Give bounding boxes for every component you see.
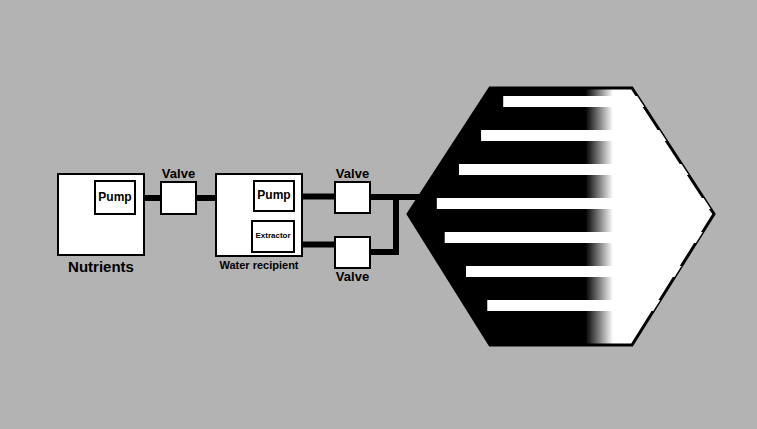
nutrient-tank: PumpNutrients bbox=[57, 173, 145, 256]
component-label: Pump bbox=[98, 191, 131, 204]
reactor-stripe bbox=[466, 266, 742, 277]
reactor-stripe bbox=[445, 232, 742, 243]
reactor-stripe bbox=[503, 96, 742, 107]
pump-box: Pump bbox=[94, 180, 136, 215]
return-pipe bbox=[371, 194, 396, 252]
valve-box: Valve bbox=[160, 181, 197, 215]
pump-box: Pump bbox=[253, 180, 295, 212]
pipe-connector bbox=[197, 195, 215, 201]
part-name: Nutrients bbox=[68, 259, 134, 276]
reactor-stripe bbox=[481, 130, 742, 141]
valve-box: Valve bbox=[334, 181, 371, 214]
component-label: Pump bbox=[257, 189, 290, 202]
part-name: Water recipient bbox=[219, 259, 298, 271]
reactor-stripes bbox=[437, 96, 742, 311]
part-name: Valve bbox=[336, 270, 369, 284]
part-name: Valve bbox=[336, 167, 369, 181]
reactor-stripe bbox=[437, 198, 742, 209]
part-name: Valve bbox=[162, 167, 195, 181]
pipe-connector bbox=[145, 195, 160, 201]
water-tank: PumpExtractorWater recipient bbox=[215, 173, 303, 257]
reactor-stripe bbox=[487, 300, 742, 311]
valve-box: Valve bbox=[334, 236, 371, 269]
reactor-stripe bbox=[459, 164, 742, 175]
extractor-box: Extractor bbox=[251, 220, 295, 253]
component-label: Extractor bbox=[255, 232, 290, 241]
